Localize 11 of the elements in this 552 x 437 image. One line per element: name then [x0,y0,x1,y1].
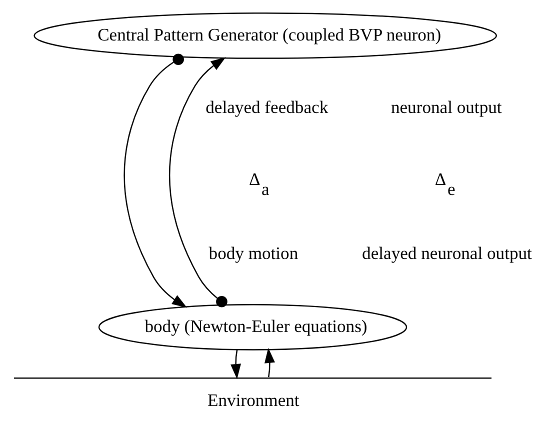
label: body motion [208,242,298,263]
node-ellipse: body (Newton-Euler equations) [98,304,408,350]
label: delayed feedback [206,97,328,118]
arrow [230,350,242,380]
arrow [124,54,188,308]
arrow [264,348,275,378]
arrow [168,57,228,308]
node-text: Environment [208,390,300,410]
label: neuronal output [390,97,502,118]
node-ellipse: Central Pattern Generator (coupled BVP neuron) [34,12,497,59]
label: delayed neuronal output [362,242,532,263]
